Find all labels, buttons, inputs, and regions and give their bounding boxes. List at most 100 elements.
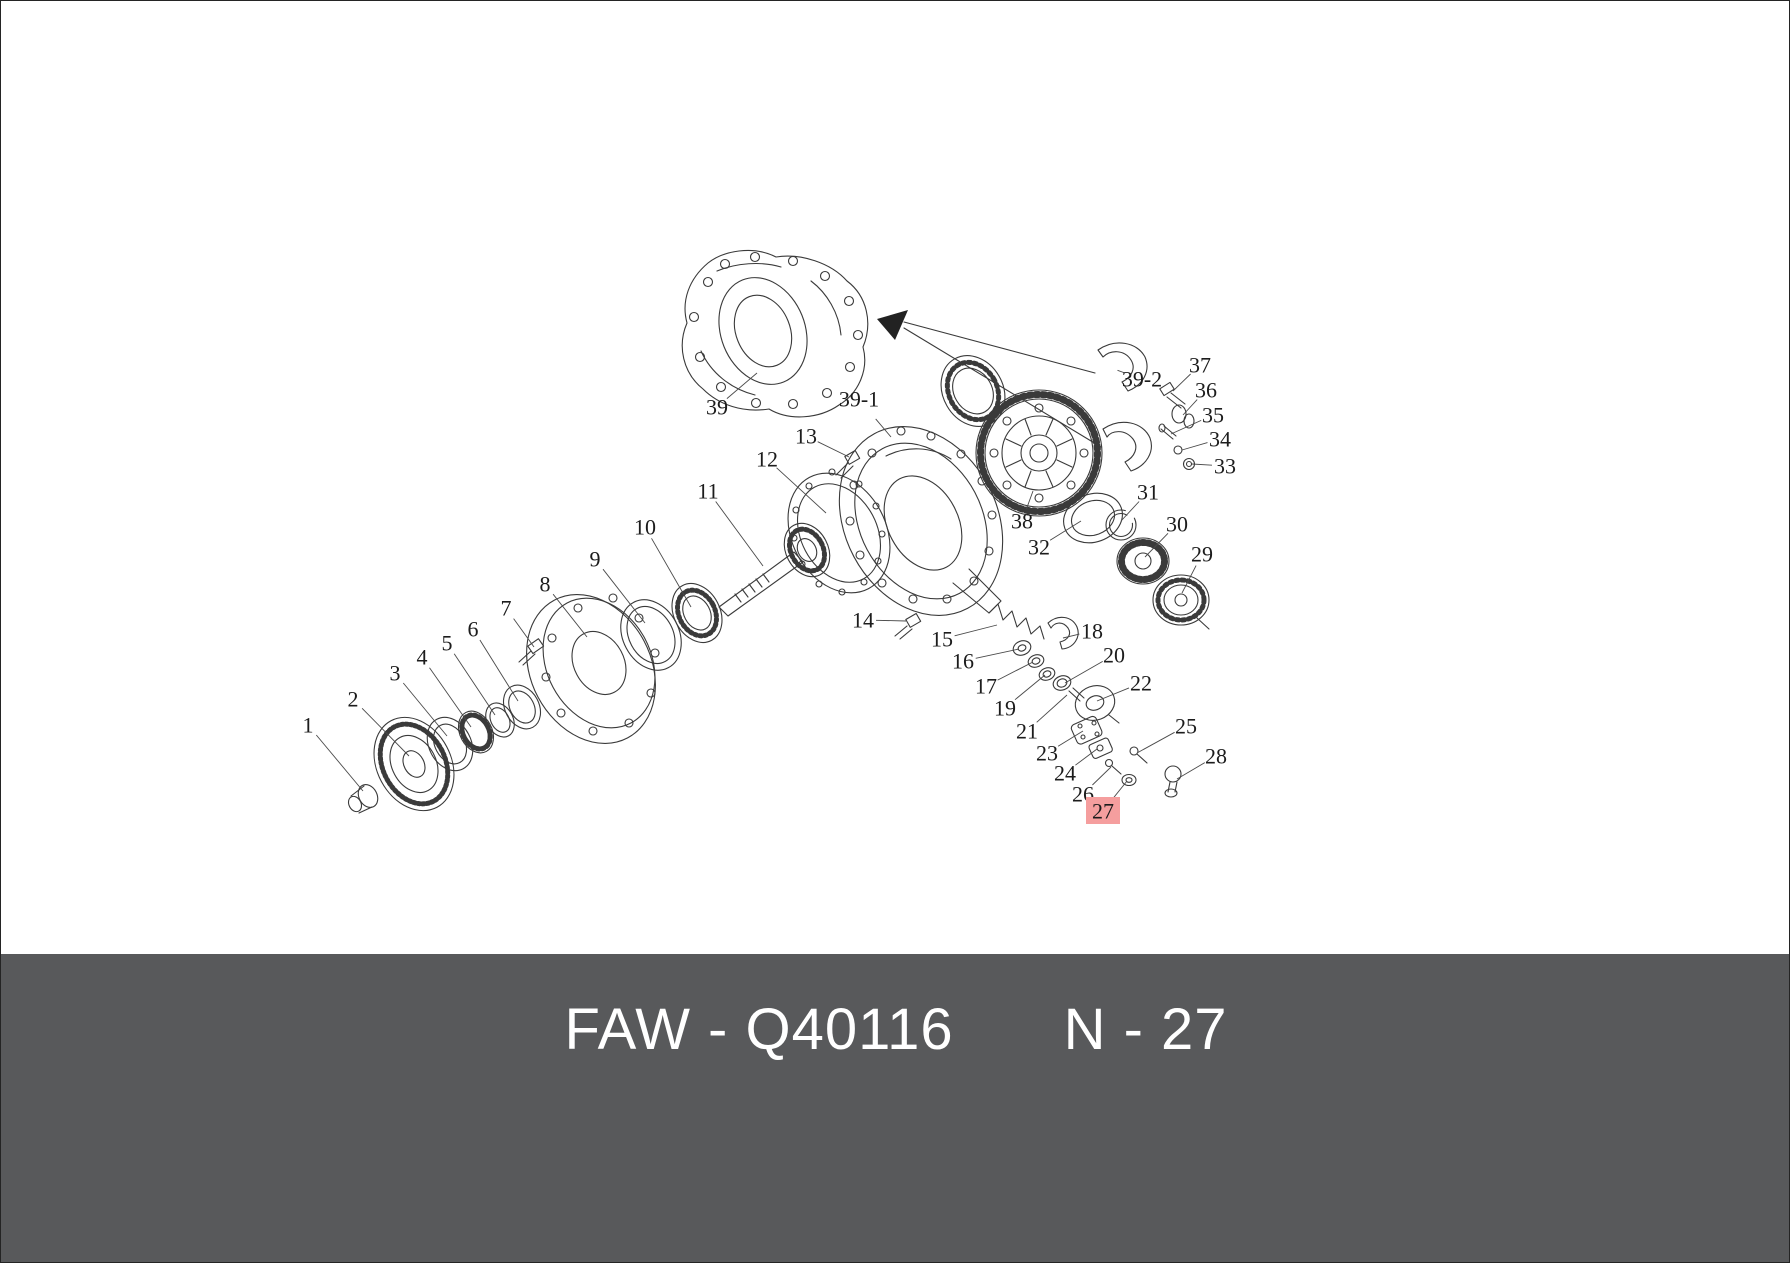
callout-38: 38: [1011, 509, 1033, 534]
part-21-pin: [1068, 687, 1085, 702]
part-25-bolt: [1129, 746, 1148, 764]
part-19-washer: [1038, 667, 1056, 681]
callout-27: 27: [1092, 799, 1114, 824]
part-8-bearing-cage: [526, 593, 660, 744]
leader-line-23: [1057, 730, 1084, 747]
callout-7: 7: [501, 596, 512, 621]
callout-23: 23: [1036, 741, 1058, 766]
leader-line-26: [1092, 766, 1112, 786]
part-7-bolt: [518, 638, 545, 666]
callout-36: 36: [1195, 378, 1217, 403]
part-11-drive-pinion: [718, 522, 831, 617]
leader-line-39-2: [1117, 369, 1126, 374]
leader-line-31: [1120, 501, 1140, 522]
leader-line-30: [1144, 532, 1169, 558]
leader-line-21: [1036, 694, 1068, 723]
part-10-bearing: [671, 583, 723, 643]
leader-line-15: [954, 624, 998, 637]
callout-19: 19: [994, 696, 1016, 721]
callout-20: 20: [1103, 643, 1125, 668]
leader-line-12: [776, 467, 827, 514]
part-32-bearing-ring: [1063, 492, 1123, 544]
leader-line-33: [1191, 463, 1213, 466]
diagram-linework: [347, 250, 1210, 814]
part-12-gasket: [787, 468, 891, 596]
part-31-snap-ring: [1105, 509, 1137, 541]
callout-14: 14: [852, 608, 874, 633]
leader-line-24: [1075, 748, 1098, 766]
leader-line-17: [997, 661, 1034, 681]
leader-line-5: [453, 653, 496, 716]
part-14-bolt: [894, 612, 922, 640]
part-17-washer: [1027, 654, 1045, 668]
callout-28: 28: [1205, 744, 1227, 769]
part-20-washer: [1052, 675, 1072, 691]
callout-13: 13: [795, 424, 817, 449]
part-4-bearing: [457, 710, 495, 754]
leader-line-35: [1170, 419, 1202, 435]
callout-37: 37: [1189, 353, 1211, 378]
part-28-breather: [1164, 765, 1182, 798]
part-1-nut: [347, 784, 379, 814]
leader-line-39-1: [875, 418, 892, 438]
leader-line-7: [513, 618, 535, 648]
callout-30: 30: [1166, 512, 1188, 537]
leader-line-32: [1049, 520, 1082, 541]
part-34-ball: [1173, 445, 1183, 455]
footer-item-number: N - 27: [1063, 997, 1228, 1062]
callout-11: 11: [697, 479, 718, 504]
callouts-layer: 1234567891011121314151617181920212223242…: [303, 353, 1236, 824]
part-29-clutch-hub: [1152, 574, 1210, 630]
footer-part-code: FAW - Q40116: [564, 997, 954, 1062]
part-13-bolt: [835, 449, 861, 479]
part-2-flange: [373, 716, 455, 812]
leader-line-2: [361, 707, 410, 757]
part-39-1-carrier-housing: [838, 426, 1004, 616]
part-39-axle-housing: [681, 250, 869, 418]
callout-29: 29: [1191, 542, 1213, 567]
leader-line-28: [1176, 762, 1206, 780]
leader-line-14: [875, 619, 907, 622]
callout-16: 16: [952, 649, 974, 674]
part-27-washer: [1121, 773, 1137, 787]
leader-line-10: [651, 538, 692, 608]
leader-line-37: [1172, 373, 1191, 392]
leader-line-38: [1026, 490, 1034, 509]
leader-line-20: [1064, 661, 1103, 684]
leader-line-11: [715, 501, 764, 567]
part-30-gear: [1116, 537, 1170, 585]
leader-line-4: [429, 667, 472, 728]
leader-line-34: [1181, 442, 1208, 451]
part-16-washer: [1012, 640, 1032, 656]
leader-line-29: [1181, 565, 1197, 594]
part-15-spring: [988, 603, 1045, 640]
leader-line-18: [1062, 633, 1080, 639]
callout-18: 18: [1081, 619, 1103, 644]
leader-line-6: [479, 639, 519, 702]
leader-line-3: [402, 682, 448, 737]
callout-6: 6: [468, 617, 479, 642]
highlight-box-27: [1086, 797, 1120, 824]
pointer-arrow: [877, 310, 1102, 448]
callout-33: 33: [1214, 454, 1236, 479]
callout-17: 17: [975, 674, 997, 699]
part-3-washer: [426, 716, 474, 772]
footer-bar: FAW - Q40116 N - 27: [1, 954, 1789, 1262]
leader-line-36: [1182, 399, 1198, 416]
leader-line-1: [315, 734, 364, 792]
part-37-bolt: [1159, 381, 1186, 409]
callout-4: 4: [417, 645, 428, 670]
callout-39-1: 39-1: [839, 387, 879, 412]
callout-15: 15: [931, 627, 953, 652]
leader-line-22: [1096, 687, 1130, 702]
exploded-parts-diagram: 1234567891011121314151617181920212223242…: [303, 250, 1236, 824]
part-36-sleeve: [1171, 404, 1195, 429]
leader-line-39: [726, 372, 758, 399]
callout-35: 35: [1202, 403, 1224, 428]
callout-10: 10: [634, 515, 656, 540]
part-9-ring: [620, 599, 682, 671]
callout-5: 5: [442, 631, 453, 656]
leader-line-8: [552, 593, 588, 638]
callout-39: 39: [706, 395, 728, 420]
